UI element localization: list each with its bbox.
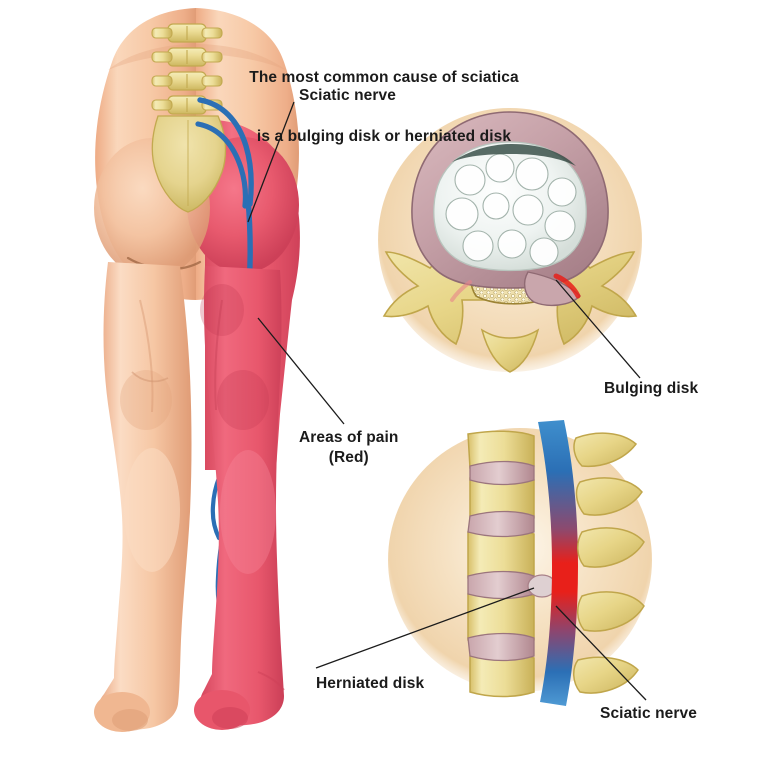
figure-posterior-lower-body	[94, 8, 345, 732]
spinal-nerve-column	[538, 420, 578, 706]
heading-line-2: is a bulging disk or herniated disk	[256, 128, 512, 146]
vertebral-bodies	[467, 430, 535, 698]
facet-1	[573, 432, 638, 468]
thigh-shadow-right	[200, 284, 244, 336]
heading-line-1: The most common cause of sciatica	[249, 68, 519, 86]
label-sciatic-nerve-spine: Sciatic nerve	[600, 705, 697, 722]
nerve-root-compressed-right	[553, 273, 581, 299]
disk-2	[467, 510, 535, 538]
facet-4	[577, 591, 645, 632]
hamstring-line-left	[139, 299, 154, 413]
disk-1	[469, 460, 535, 486]
vertebra-l2	[151, 47, 223, 67]
facet-3	[577, 527, 645, 568]
leader-line-bulging-disk	[555, 279, 641, 379]
leader-line-areas-of-pain	[257, 317, 345, 425]
popliteal-line-left	[131, 371, 169, 383]
sacrum	[151, 115, 227, 213]
leader-line-herniated-disk	[315, 587, 535, 669]
nerve-root-lower	[195, 121, 249, 209]
spinous-process	[480, 328, 540, 373]
vertebra-l1	[151, 23, 223, 43]
foot-arch-right	[257, 671, 285, 691]
figure-bulging-disk-axial	[378, 108, 642, 379]
label-herniated-disk: Herniated disk	[316, 675, 425, 692]
heel-shadow-right	[212, 707, 248, 729]
knee-shadow-left	[120, 370, 172, 430]
intervertebral-disks	[467, 460, 535, 662]
nerve-root-inflamed-left	[450, 280, 472, 302]
leader-line-sciatic-nerve-spine	[555, 605, 647, 701]
calf-highlight-left	[124, 448, 180, 572]
disk-4	[467, 632, 535, 662]
heading-text: The most common cause of sciatica is a b…	[249, 28, 518, 187]
calf-highlight-right	[220, 450, 276, 574]
facet-2	[575, 477, 643, 516]
lumbar-vertebrae	[151, 23, 223, 115]
disk-herniated	[467, 570, 535, 600]
leader-line-sciatic-nerve-body	[247, 101, 295, 223]
hamstring-line-right	[214, 299, 223, 411]
heel-shadow-left	[112, 709, 148, 731]
figure-herniated-disk-lateral	[315, 420, 652, 706]
nucleus-lobules	[445, 153, 577, 267]
label-areas-of-pain: Areas of pain (Red)	[299, 429, 399, 466]
vertebra-l3	[151, 71, 223, 91]
waist-shadow	[108, 44, 286, 70]
leg-pain-affected	[199, 266, 284, 726]
nucleus-dark-rim	[452, 144, 576, 166]
knee-shadow-right	[217, 370, 269, 430]
facet-5	[573, 656, 639, 694]
label-sciatic-nerve-body: Sciatic nerve	[299, 87, 396, 104]
facet-processes	[573, 432, 645, 694]
nerve-root-upper	[197, 97, 254, 207]
label-bulging-disk: Bulging disk	[604, 380, 699, 397]
